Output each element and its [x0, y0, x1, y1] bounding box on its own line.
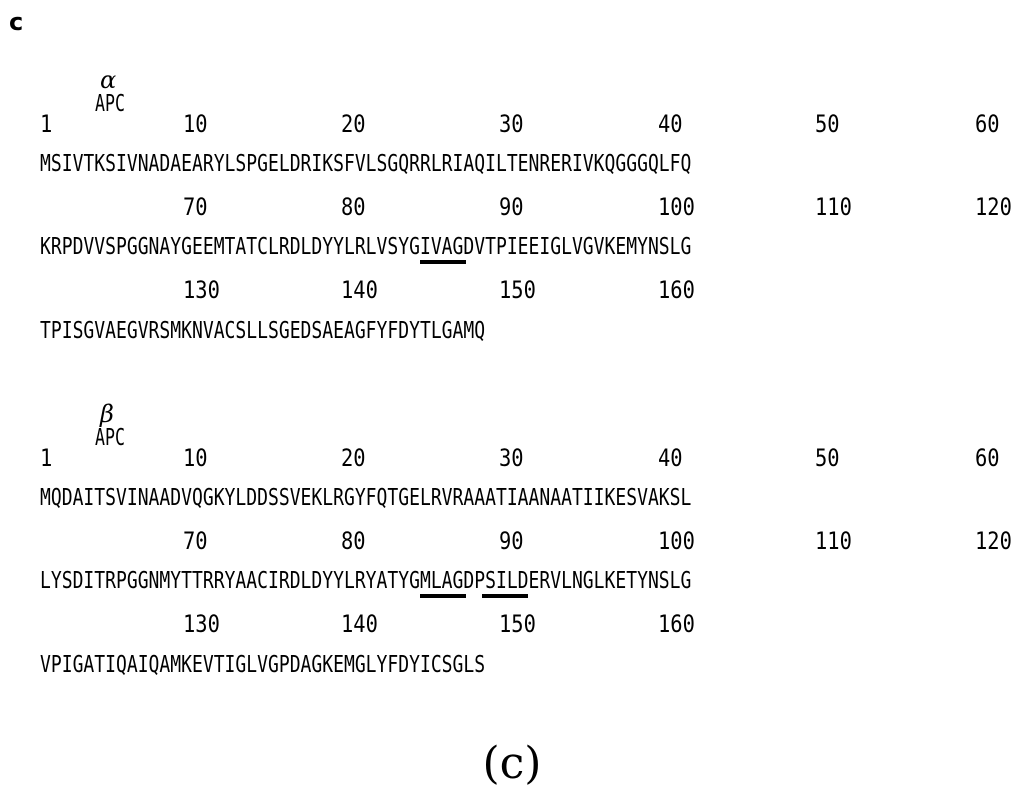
apc-alpha-heading-prefix: APC [95, 91, 126, 117]
sequence-line: KRPDVVSPGGNAYGEEMTATCLRDLDYYLRLVSYGIVAGD… [40, 234, 692, 260]
position-number: 30 [499, 110, 524, 138]
position-number: 70 [183, 193, 208, 221]
position-number: 80 [341, 193, 366, 221]
position-number: 130 [183, 276, 220, 304]
apc-beta-heading-prefix: APC [95, 425, 126, 451]
position-number: 130 [183, 610, 220, 638]
sequence-line: MSIVTKSIVNADAEARYLSPGELDRIKSFVLSGQRRLRIA… [40, 151, 692, 177]
position-number: 1 [40, 110, 53, 138]
position-number: 80 [341, 527, 366, 555]
sequence-line: VPIGATIQAIQAMKEVTIGLVGPDAGKEMGLYFDYICSGL… [40, 652, 486, 678]
position-number: 110 [815, 527, 852, 555]
sequence-line: LYSDITRPGGNMYTTRRYAACIRDLDYYLRYATYGMLAGD… [40, 568, 692, 594]
figure-caption: (c) [482, 738, 542, 789]
sequence-line: MQDAITSVINAADVQGKYLDDSSVEKLRGYFQTGELRVRA… [40, 485, 692, 511]
alpha-symbol: α [100, 66, 117, 94]
sequence-line: TPISGVAEGVRSMKNVACSLLSGEDSAEAGFYFDYTLGAM… [40, 318, 486, 344]
beta-symbol: β [100, 400, 114, 428]
motif-underline-ldy [420, 260, 466, 264]
position-number: 100 [658, 193, 695, 221]
position-number: 140 [341, 276, 378, 304]
position-number: 20 [341, 110, 366, 138]
position-number: 100 [658, 527, 695, 555]
position-number: 120 [975, 193, 1012, 221]
motif-underline-lry [482, 594, 528, 598]
position-number: 40 [658, 110, 683, 138]
position-number: 160 [658, 276, 695, 304]
position-number: 50 [815, 444, 840, 472]
position-number: 50 [815, 110, 840, 138]
position-number: 110 [815, 193, 852, 221]
position-number: 10 [183, 444, 208, 472]
motif-underline-ldy [420, 594, 466, 598]
position-number: 1 [40, 444, 53, 472]
panel-letter: c [9, 8, 24, 36]
position-number: 70 [183, 527, 208, 555]
position-number: 20 [341, 444, 366, 472]
position-number: 90 [499, 193, 524, 221]
position-number: 120 [975, 527, 1012, 555]
position-number: 140 [341, 610, 378, 638]
position-number: 30 [499, 444, 524, 472]
position-number: 90 [499, 527, 524, 555]
position-number: 160 [658, 610, 695, 638]
position-number: 60 [975, 444, 1000, 472]
position-number: 150 [499, 610, 536, 638]
position-number: 40 [658, 444, 683, 472]
position-number: 10 [183, 110, 208, 138]
position-number: 150 [499, 276, 536, 304]
position-number: 60 [975, 110, 1000, 138]
